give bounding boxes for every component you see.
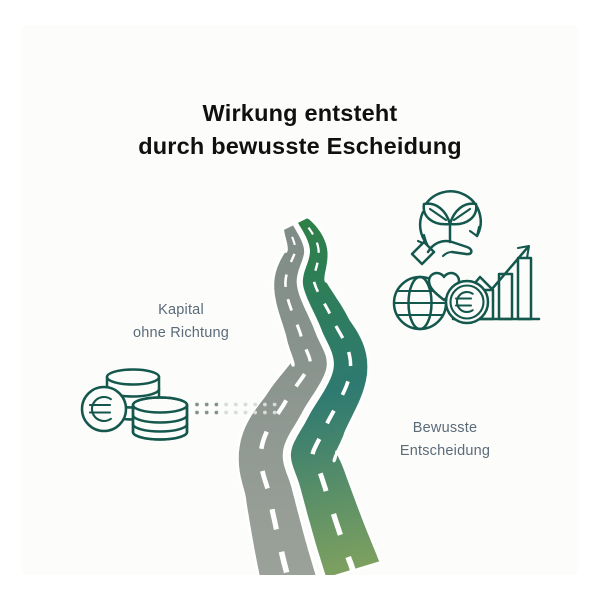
infographic-card: Wirkung entsteht durch bewusste Escheidu… (22, 25, 578, 575)
page-title: Wirkung entsteht durch bewusste Escheidu… (22, 97, 578, 163)
hand-seedling-recycle-icon (410, 190, 482, 266)
title-line-2: durch bewusste Escheidung (138, 133, 462, 159)
dotted-connector-line (195, 402, 277, 415)
winding-roads (236, 215, 383, 575)
title-line-1: Wirkung entsteht (202, 100, 398, 126)
euro-growth-chart-icon (444, 244, 541, 325)
label-decision-line-2: Entscheidung (399, 443, 491, 459)
infographic-scene (80, 190, 541, 575)
label-kapital-line-2: ohne Richtung (132, 325, 230, 341)
label-kapital-line-1: Kapital (158, 302, 204, 318)
label-decision-line-1: Bewusste (412, 420, 478, 436)
euro-coins-icon (80, 368, 189, 441)
label-kapital-ohne-richtung: Kapital ohne Richtung (81, 299, 281, 345)
label-bewusste-entscheidung: Bewusste Entscheidung (345, 417, 545, 463)
